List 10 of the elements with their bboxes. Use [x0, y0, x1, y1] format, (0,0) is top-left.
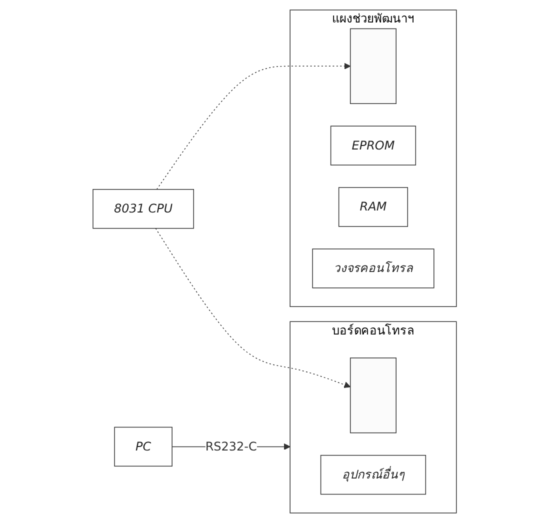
node-box: PC [114, 426, 172, 467]
arrow [155, 228, 350, 388]
node-box [350, 28, 396, 104]
arrow [156, 62, 350, 190]
node-box: EPROM [330, 126, 416, 166]
node-box: 8031 CPU [92, 189, 194, 229]
node-box: RAM [338, 187, 408, 227]
node-box [350, 358, 396, 434]
node-box: อุปกรณ์อื่นๆ [320, 454, 426, 495]
edge-label: RS232-C [205, 439, 257, 454]
